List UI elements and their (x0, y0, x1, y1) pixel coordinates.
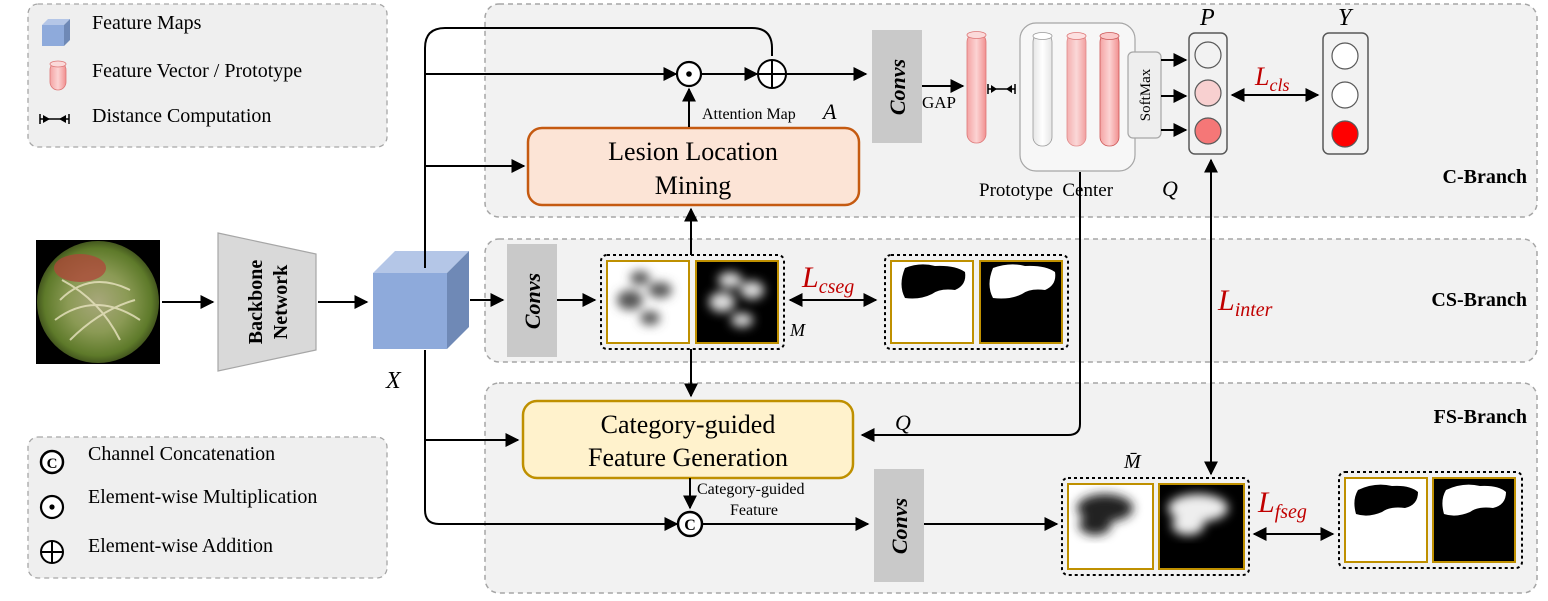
cs-gt-frame (884, 254, 1069, 350)
attention-map-label: Attention Map (702, 106, 796, 123)
prototype-dark (1099, 32, 1120, 147)
backbone-network (217, 232, 317, 372)
loss-fseg: Lfseg (1257, 486, 1307, 523)
label-x: X (385, 368, 402, 394)
m-maps-frame (600, 254, 785, 350)
fs-gt-1 (1344, 477, 1428, 563)
softmax-label: SoftMax (1138, 68, 1154, 121)
legend-top-box (27, 3, 388, 148)
cfg-q-symbol: Q (895, 410, 911, 435)
convs-c-label: Convs (885, 59, 910, 115)
multiply-node (675, 60, 703, 88)
loss-cseg: Lcseg (801, 261, 854, 298)
loss-cls: Lcls (1254, 62, 1289, 95)
convs-cs-label: Convs (520, 273, 545, 329)
label-y: Y (1338, 5, 1354, 31)
cs-branch-label: CS-Branch (1431, 289, 1527, 311)
label-mbar: M̄ (1123, 451, 1142, 473)
lesion-location-mining (526, 126, 861, 207)
cs-gt-1 (890, 260, 974, 344)
mbar-maps-frame (1061, 477, 1250, 576)
legend-concat: Channel Concatenation (88, 443, 275, 465)
mbar-map-1 (1067, 483, 1154, 570)
p-circle-1 (1194, 41, 1222, 69)
m-map-1 (606, 260, 690, 344)
fs-gt-frame (1338, 471, 1523, 569)
loss-inter: Linter (1217, 284, 1273, 321)
cg-feature-label-1: Category-guided (697, 481, 805, 498)
legend-feature-maps: Feature Maps (92, 12, 202, 34)
x-trunk (424, 27, 773, 510)
y-circle-2 (1331, 81, 1359, 109)
fs-branch-label: FS-Branch (1434, 406, 1527, 428)
add-node (757, 59, 787, 89)
legend-add: Element-wise Addition (88, 535, 273, 557)
concat-node: C (676, 510, 704, 538)
gap-vector (966, 31, 987, 144)
convs-cs (507, 244, 557, 357)
backbone-label-2: Network (270, 264, 292, 339)
add-icon (40, 540, 64, 564)
arrow-x-to-concat (424, 509, 679, 531)
input-fundus-image (36, 240, 160, 364)
attention-map-symbol: A (821, 99, 837, 124)
cfg-label-2: Feature Generation (588, 443, 788, 472)
svg-text:C: C (684, 517, 696, 534)
convs-fs (874, 469, 924, 582)
y-circle-1 (1331, 42, 1359, 70)
m-map-2 (695, 260, 779, 344)
multiply-icon (39, 494, 65, 520)
mbar-map-2 (1158, 483, 1245, 570)
c-branch-label: C-Branch (1443, 166, 1527, 188)
p-circle-3 (1194, 117, 1222, 145)
fs-gt-2 (1432, 477, 1516, 563)
cg-feature-label-2: Feature (730, 502, 778, 519)
prototype-q-symbol: Q (1162, 176, 1178, 201)
label-p: P (1199, 5, 1215, 31)
legend-feature-vector: Feature Vector / Prototype (92, 60, 302, 82)
legend-distance: Distance Computation (92, 105, 271, 127)
feature-map-icon (42, 19, 70, 46)
cfg-label-1: Category-guided (601, 410, 776, 439)
feature-x-cube (373, 251, 469, 349)
distance-icon (39, 114, 70, 124)
y-circle-3 (1331, 120, 1359, 148)
llm-label-1: Lesion Location (608, 137, 778, 166)
legend-mult: Element-wise Multiplication (88, 486, 317, 508)
category-guided-feature-generation (521, 399, 855, 480)
llm-label-2: Mining (655, 171, 732, 200)
prototype-light (1066, 32, 1087, 147)
arrow-proto-to-cfg (860, 172, 1081, 442)
distance-node (987, 84, 1016, 94)
backbone-label-1: Backbone (245, 260, 267, 345)
label-m: M (789, 320, 806, 340)
prototype-white (1032, 32, 1053, 147)
convs-fs-label: Convs (887, 498, 912, 554)
convs-c (872, 30, 922, 143)
feature-vector-icon (49, 60, 67, 91)
prototype-center-label: Prototype Center (979, 180, 1114, 201)
legend-bottom-box (27, 436, 388, 579)
svg-text:C: C (47, 456, 58, 472)
gap-label: GAP (922, 93, 956, 112)
cs-gt-2 (979, 260, 1063, 344)
p-circle-2 (1194, 79, 1222, 107)
concat-icon: C (39, 449, 65, 475)
